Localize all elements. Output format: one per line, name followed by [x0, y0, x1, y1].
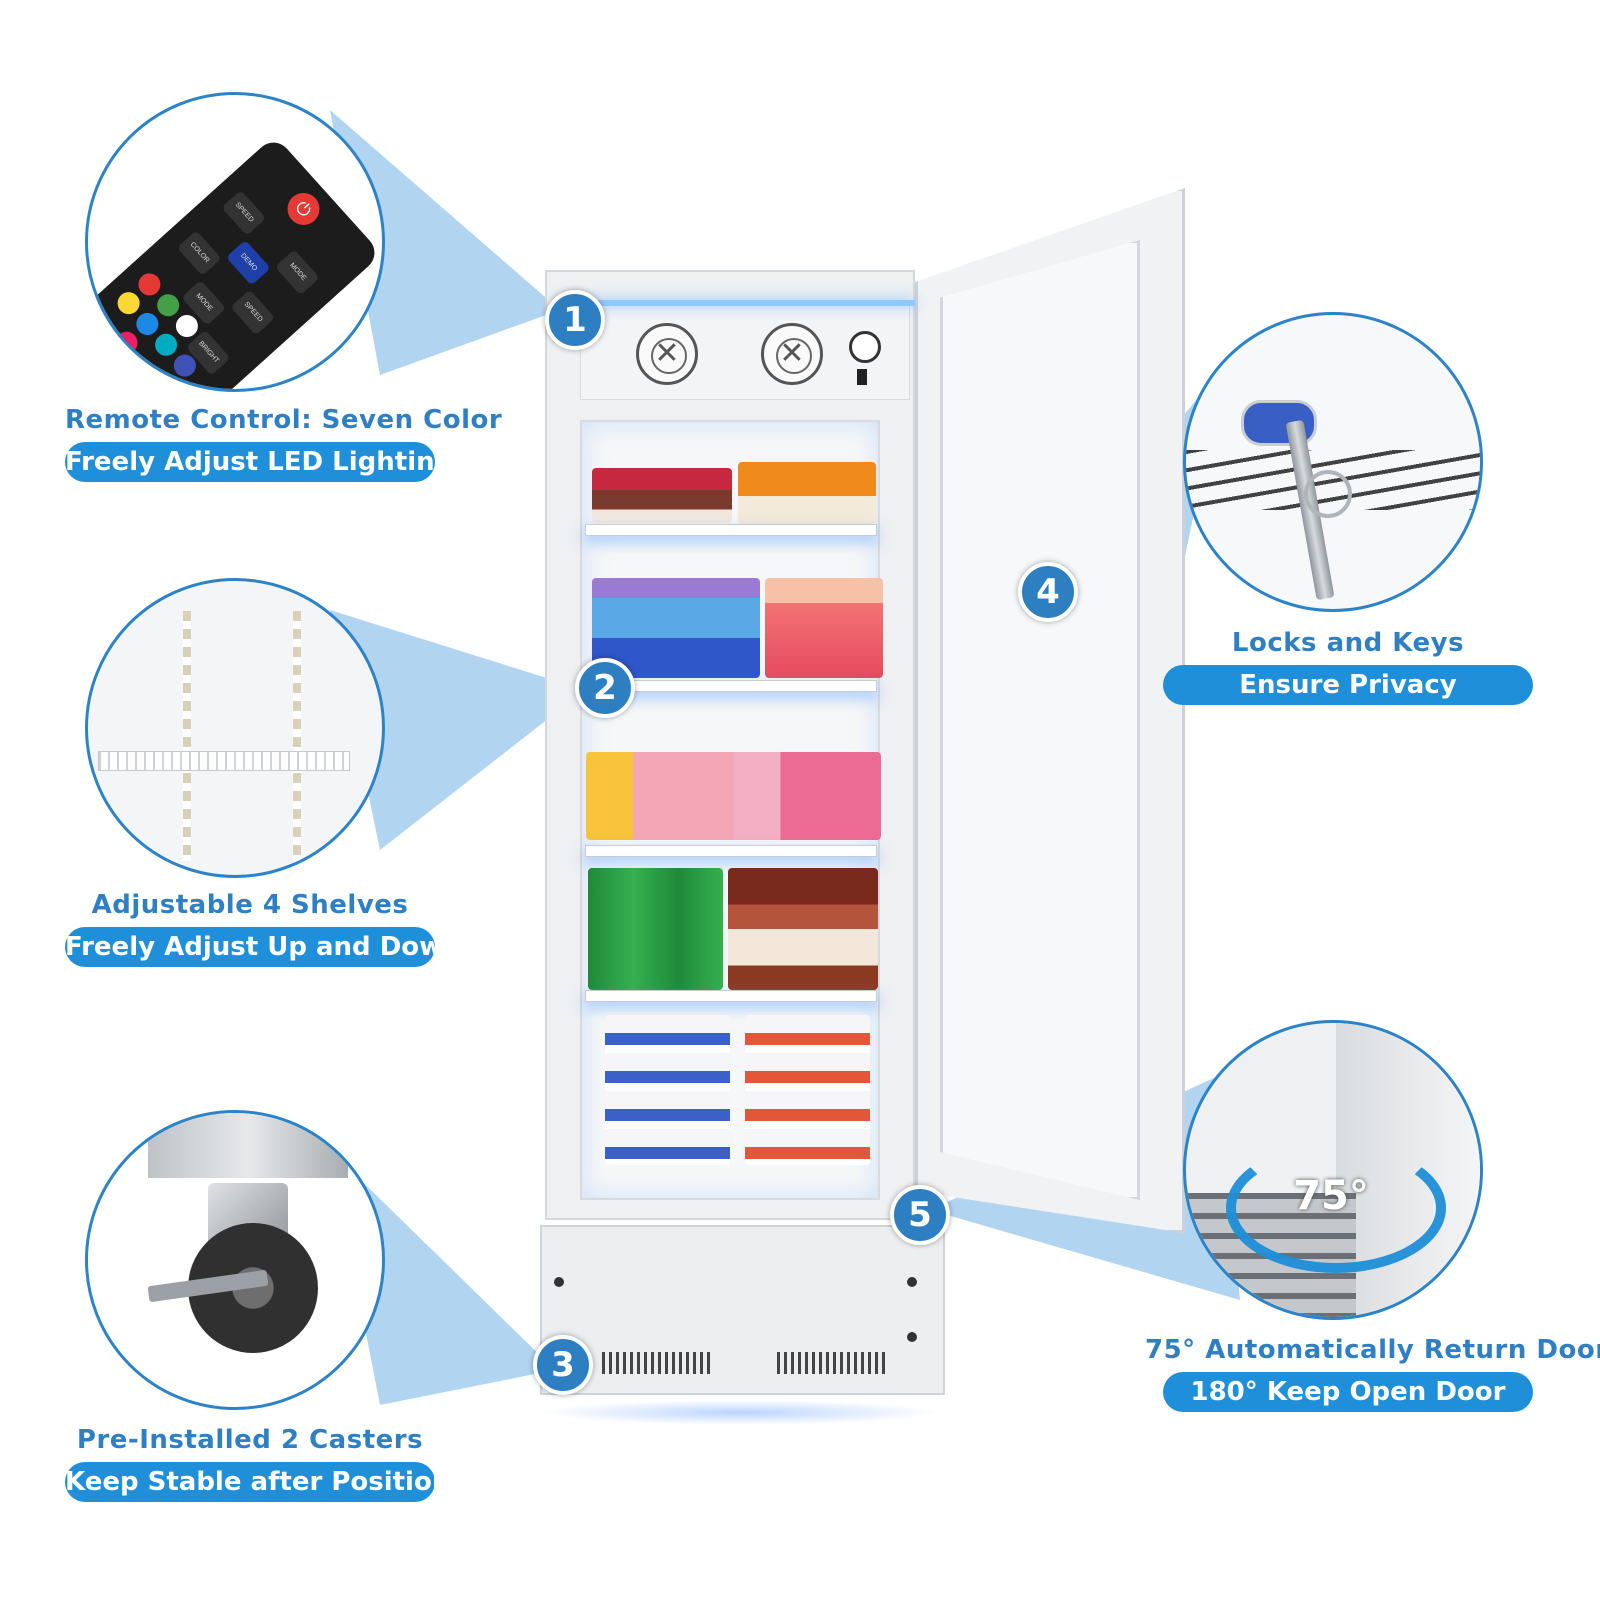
key-ring [1304, 470, 1352, 518]
feature-badge-2: 2 [575, 658, 635, 718]
strawberry-yogurt-stack [745, 1015, 870, 1165]
beam-3 [330, 1150, 555, 1405]
shelf-4[interactable] [585, 990, 877, 1002]
door-glass-panel [940, 240, 1140, 1200]
feature-5-subtitle: 180° Keep Open Door [1163, 1372, 1533, 1412]
screw [907, 1332, 917, 1342]
pumpkin-cupcake-row [738, 462, 876, 524]
cabinet-corner [148, 1113, 348, 1178]
fan-panel [580, 300, 910, 400]
feature-2-title: Adjustable 4 Shelves [91, 890, 409, 920]
vent-grille [602, 1352, 712, 1374]
feature-4-subtitle: Ensure Privacy [1163, 665, 1533, 705]
feature-badge-5: 5 [890, 1185, 950, 1245]
screw [907, 1277, 917, 1287]
color-button-red[interactable] [133, 268, 165, 300]
remote-button[interactable]: SPEED [221, 190, 267, 236]
thermostat-knob[interactable] [849, 331, 881, 363]
feature-3-title: Pre-Installed 2 Casters [76, 1425, 424, 1455]
led-light-strip [560, 300, 915, 306]
remote-button[interactable]: SPEED [230, 289, 276, 336]
beam-1 [330, 110, 560, 375]
vent-grille [777, 1352, 887, 1374]
feature-5-title: 75° Automatically Return Door [1145, 1335, 1600, 1365]
color-button-cyan[interactable] [150, 329, 182, 361]
feature-2-subtitle: Freely Adjust Up and Down [65, 927, 462, 967]
feature-1-subtitle: Freely Adjust LED Lighting [65, 442, 453, 482]
fridge-base [540, 1225, 945, 1395]
feature-badge-4: 4 [1018, 562, 1078, 622]
rotation-arrow-icon [1226, 1143, 1446, 1273]
remote-button[interactable]: COLOR [176, 230, 222, 276]
door-hinge-circle: 75° [1183, 1020, 1483, 1320]
shelf-rail [183, 611, 191, 861]
shelf-detail-circle [85, 578, 385, 878]
floor-glow [540, 1400, 940, 1425]
feature-4-title: Locks and Keys [1231, 628, 1465, 658]
shelf-1[interactable] [585, 524, 877, 536]
screw [554, 1277, 564, 1287]
power-icon: ⏻ [280, 186, 327, 232]
blueberry-yogurt-stack [605, 1015, 730, 1165]
color-button-yellow[interactable] [113, 287, 145, 319]
power-switch[interactable] [857, 369, 867, 385]
feature-badge-3: 3 [533, 1335, 593, 1395]
shelf-rail [293, 611, 301, 861]
soda-bottle-row [586, 752, 881, 840]
remote-button[interactable]: MODE [274, 249, 320, 296]
cupcake-row [592, 468, 732, 523]
color-button-green[interactable] [152, 289, 184, 321]
door-angle-label: 75° [1293, 1173, 1369, 1219]
beam-2 [330, 610, 585, 850]
fan-icon [761, 323, 823, 385]
lock-circle [1183, 312, 1483, 612]
feature-3-subtitle: Keep Stable after Position [65, 1462, 450, 1502]
whiskey-bottle-row [728, 868, 878, 990]
shelf-3[interactable] [585, 845, 877, 857]
fan-icon [636, 323, 698, 385]
beer-bottle-row [588, 868, 723, 990]
feature-1-title: Remote Control: Seven Color [65, 405, 503, 435]
feature-badge-1: 1 [545, 290, 605, 350]
remote-button[interactable]: DEMO [225, 239, 271, 286]
color-button-blue[interactable] [131, 308, 163, 340]
caster-circle [85, 1110, 385, 1410]
wire-shelf [98, 751, 350, 771]
remote-control-circle: ⏻ SPEED MODE DEMO COLOR MODE SPEED BRIGH… [85, 92, 385, 392]
pink-drink-row [765, 578, 883, 678]
